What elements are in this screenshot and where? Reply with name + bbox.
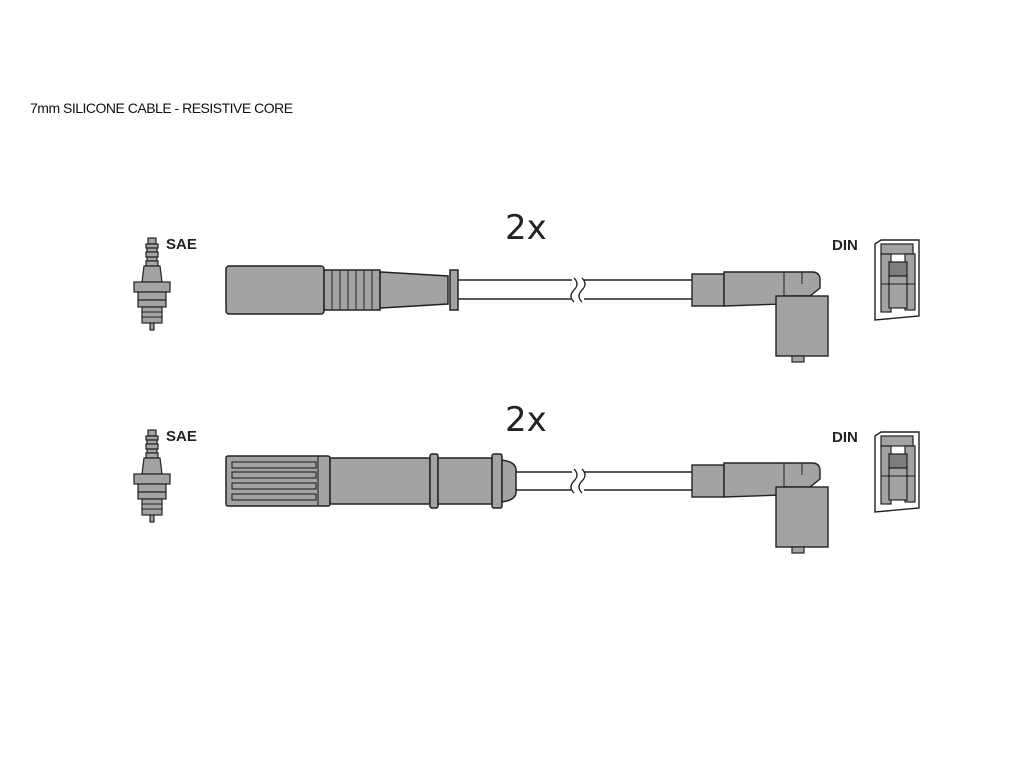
cable-2-wire [516,468,692,494]
cable-2-quantity: 2x [505,400,547,440]
cable-1-straight-boot [225,265,459,315]
cable-2-straight-boot [225,453,517,509]
cable-2-sae-spark-plug [133,429,171,523]
cable-1 [133,237,920,363]
cable-1-left-label: SAE [166,236,197,253]
cable-2-left-label: SAE [166,428,197,445]
diagram-caption: 7mm SILICONE CABLE - RESISTIVE CORE [30,100,293,116]
cable-1-angle-boot [691,271,829,363]
cable-1-din-coil-tower [874,239,920,321]
cable-2-right-label: DIN [832,429,858,446]
cable-2 [133,429,920,554]
cable-1-quantity: 2x [505,208,547,248]
cable-1-wire [458,276,692,304]
cable-1-right-label: DIN [832,237,858,254]
cable-2-angle-boot [691,462,829,554]
cable-2-din-coil-tower [874,431,920,513]
cable-1-sae-spark-plug [133,237,171,331]
